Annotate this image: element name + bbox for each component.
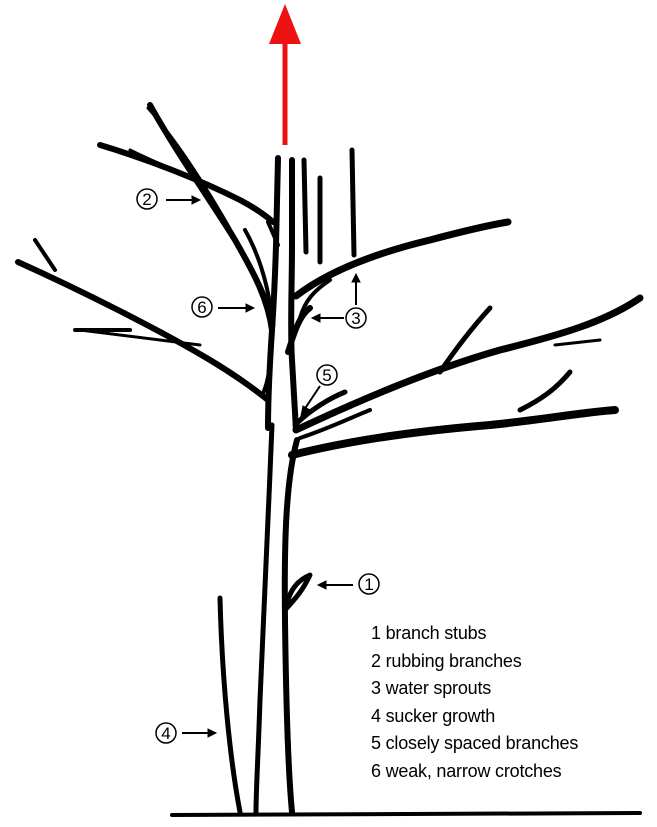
callout-arrow-3a [312, 314, 344, 322]
legend: 1 branch stubs 2 rubbing branches 3 wate… [371, 620, 578, 785]
legend-item-6: 6 weak, narrow crotches [371, 758, 578, 786]
legend-item-2: 2 rubbing branches [371, 648, 578, 676]
legend-item-1: 1 branch stubs [371, 620, 578, 648]
water-sprout-a [304, 160, 306, 252]
right-upper-branch [296, 222, 508, 296]
callout-arrow-1 [318, 581, 353, 589]
trunk [256, 425, 272, 812]
callout-4-label: 4 [161, 724, 170, 743]
callout-1-label: 1 [364, 575, 373, 594]
water-sprout-c [352, 150, 354, 255]
callout-arrow-4 [182, 729, 216, 737]
ground-line [172, 813, 640, 815]
callout-6: 6 [192, 297, 212, 317]
callout-arrow-6 [218, 304, 254, 312]
callout-2-label: 2 [142, 190, 151, 209]
leader-arrow [269, 4, 301, 145]
sucker-shoot [220, 598, 240, 812]
trunk-right-edge [285, 440, 297, 812]
right-lower-branch [292, 410, 615, 455]
callout-5: 5 [317, 365, 337, 385]
callout-6-label: 6 [197, 298, 206, 317]
callout-arrow-3b [352, 274, 360, 305]
callout-3-label: 3 [351, 309, 360, 328]
callout-1: 1 [359, 574, 379, 594]
legend-item-4: 4 sucker growth [371, 703, 578, 731]
legend-item-3: 3 water sprouts [371, 675, 578, 703]
legend-item-5: 5 closely spaced branches [371, 730, 578, 758]
callout-arrow-2 [166, 196, 200, 204]
left-lower-branch [18, 262, 268, 400]
callout-4: 4 [156, 723, 176, 743]
callout-2: 2 [137, 189, 157, 209]
rubbing-branch-a [150, 105, 272, 330]
callout-5-label: 5 [322, 366, 331, 385]
branch-stub [285, 575, 310, 610]
callout-3: 3 [346, 308, 366, 328]
